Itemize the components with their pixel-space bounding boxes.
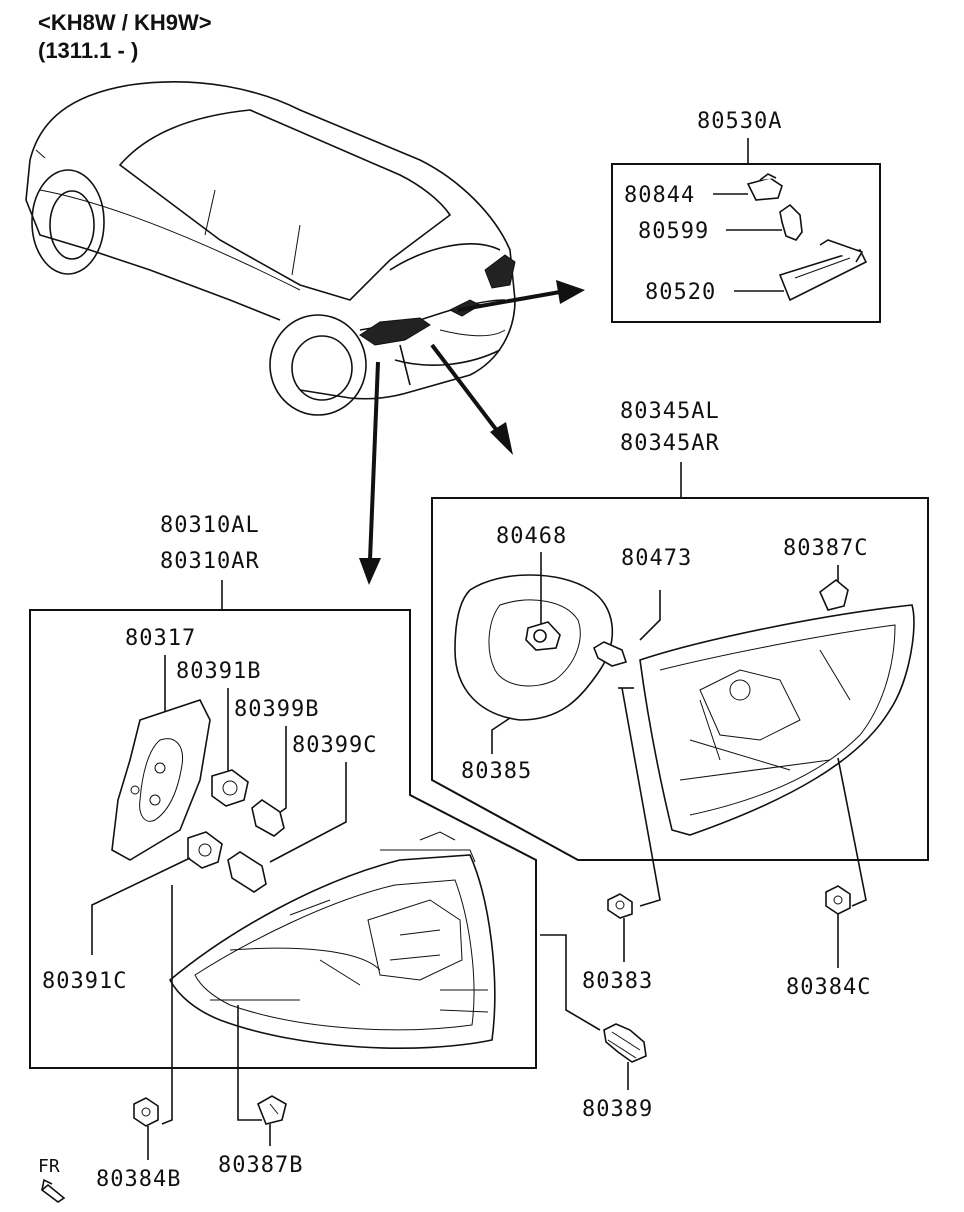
part-80844-socket[interactable] — [746, 173, 783, 201]
label-80385[interactable]: 80385 — [461, 759, 532, 784]
part-80399B-bulb[interactable] — [251, 799, 285, 837]
label-80520[interactable]: 80520 — [645, 280, 716, 305]
label-80345AL[interactable]: 80345AL — [620, 399, 720, 424]
part-80317-bulb-holder[interactable] — [111, 699, 211, 861]
part-80345A-inner-tail-lamp[interactable] — [639, 604, 915, 836]
label-80391C[interactable]: 80391C — [42, 969, 127, 994]
part-80599-bulb[interactable] — [779, 203, 803, 241]
arrow-to-high-mount-lamp — [457, 280, 585, 312]
suv-rear-view-icon — [25, 81, 516, 416]
label-80383[interactable]: 80383 — [582, 969, 653, 994]
part-80387B-clip[interactable] — [256, 1095, 287, 1125]
front-direction-arrow-icon — [40, 1178, 66, 1203]
part-80389-bolt[interactable] — [603, 1023, 647, 1063]
label-80387C[interactable]: 80387C — [783, 536, 868, 561]
label-80844[interactable]: 80844 — [624, 183, 695, 208]
part-80387C-clip[interactable] — [819, 578, 849, 611]
label-80384C[interactable]: 80384C — [786, 975, 871, 1000]
label-80530A[interactable]: 80530A — [697, 109, 782, 134]
group-box-80530A — [611, 163, 881, 323]
model-header: <KH8W / KH9W> — [38, 10, 212, 35]
part-80310A-outer-tail-lamp[interactable] — [168, 831, 496, 1049]
label-80310AL[interactable]: 80310AL — [160, 513, 260, 538]
date-header: (1311.1 - ) — [38, 38, 138, 63]
part-80391C-socket[interactable] — [187, 831, 223, 869]
part-80384B-nut[interactable] — [133, 1097, 159, 1127]
part-80399C-bulb[interactable] — [227, 851, 267, 893]
label-80317[interactable]: 80317 — [125, 626, 196, 651]
label-80387B[interactable]: 80387B — [218, 1153, 303, 1178]
label-80391B[interactable]: 80391B — [176, 659, 261, 684]
label-80399C[interactable]: 80399C — [292, 733, 377, 758]
label-80345AR[interactable]: 80345AR — [620, 431, 720, 456]
part-80473-bulb[interactable] — [593, 641, 628, 667]
arrow-to-inner-tail-lamp — [430, 343, 513, 455]
label-80599[interactable]: 80599 — [638, 219, 709, 244]
label-80468[interactable]: 80468 — [496, 524, 567, 549]
part-80520-high-mount-lamp[interactable] — [778, 239, 868, 302]
label-80399B[interactable]: 80399B — [234, 697, 319, 722]
label-80310AR[interactable]: 80310AR — [160, 549, 260, 574]
part-80384C-nut[interactable] — [825, 885, 851, 915]
arrow-to-outer-tail-lamp — [359, 361, 381, 585]
part-80391B-socket[interactable] — [211, 769, 249, 807]
part-80383-nut[interactable] — [607, 893, 633, 919]
label-80389[interactable]: 80389 — [582, 1097, 653, 1122]
part-80468-socket[interactable] — [525, 621, 561, 651]
group-box-80310A — [29, 609, 537, 1069]
front-marker-label: FR — [38, 1156, 60, 1177]
label-80473[interactable]: 80473 — [621, 546, 692, 571]
label-80384B[interactable]: 80384B — [96, 1167, 181, 1192]
group-box-80345A — [431, 497, 929, 861]
